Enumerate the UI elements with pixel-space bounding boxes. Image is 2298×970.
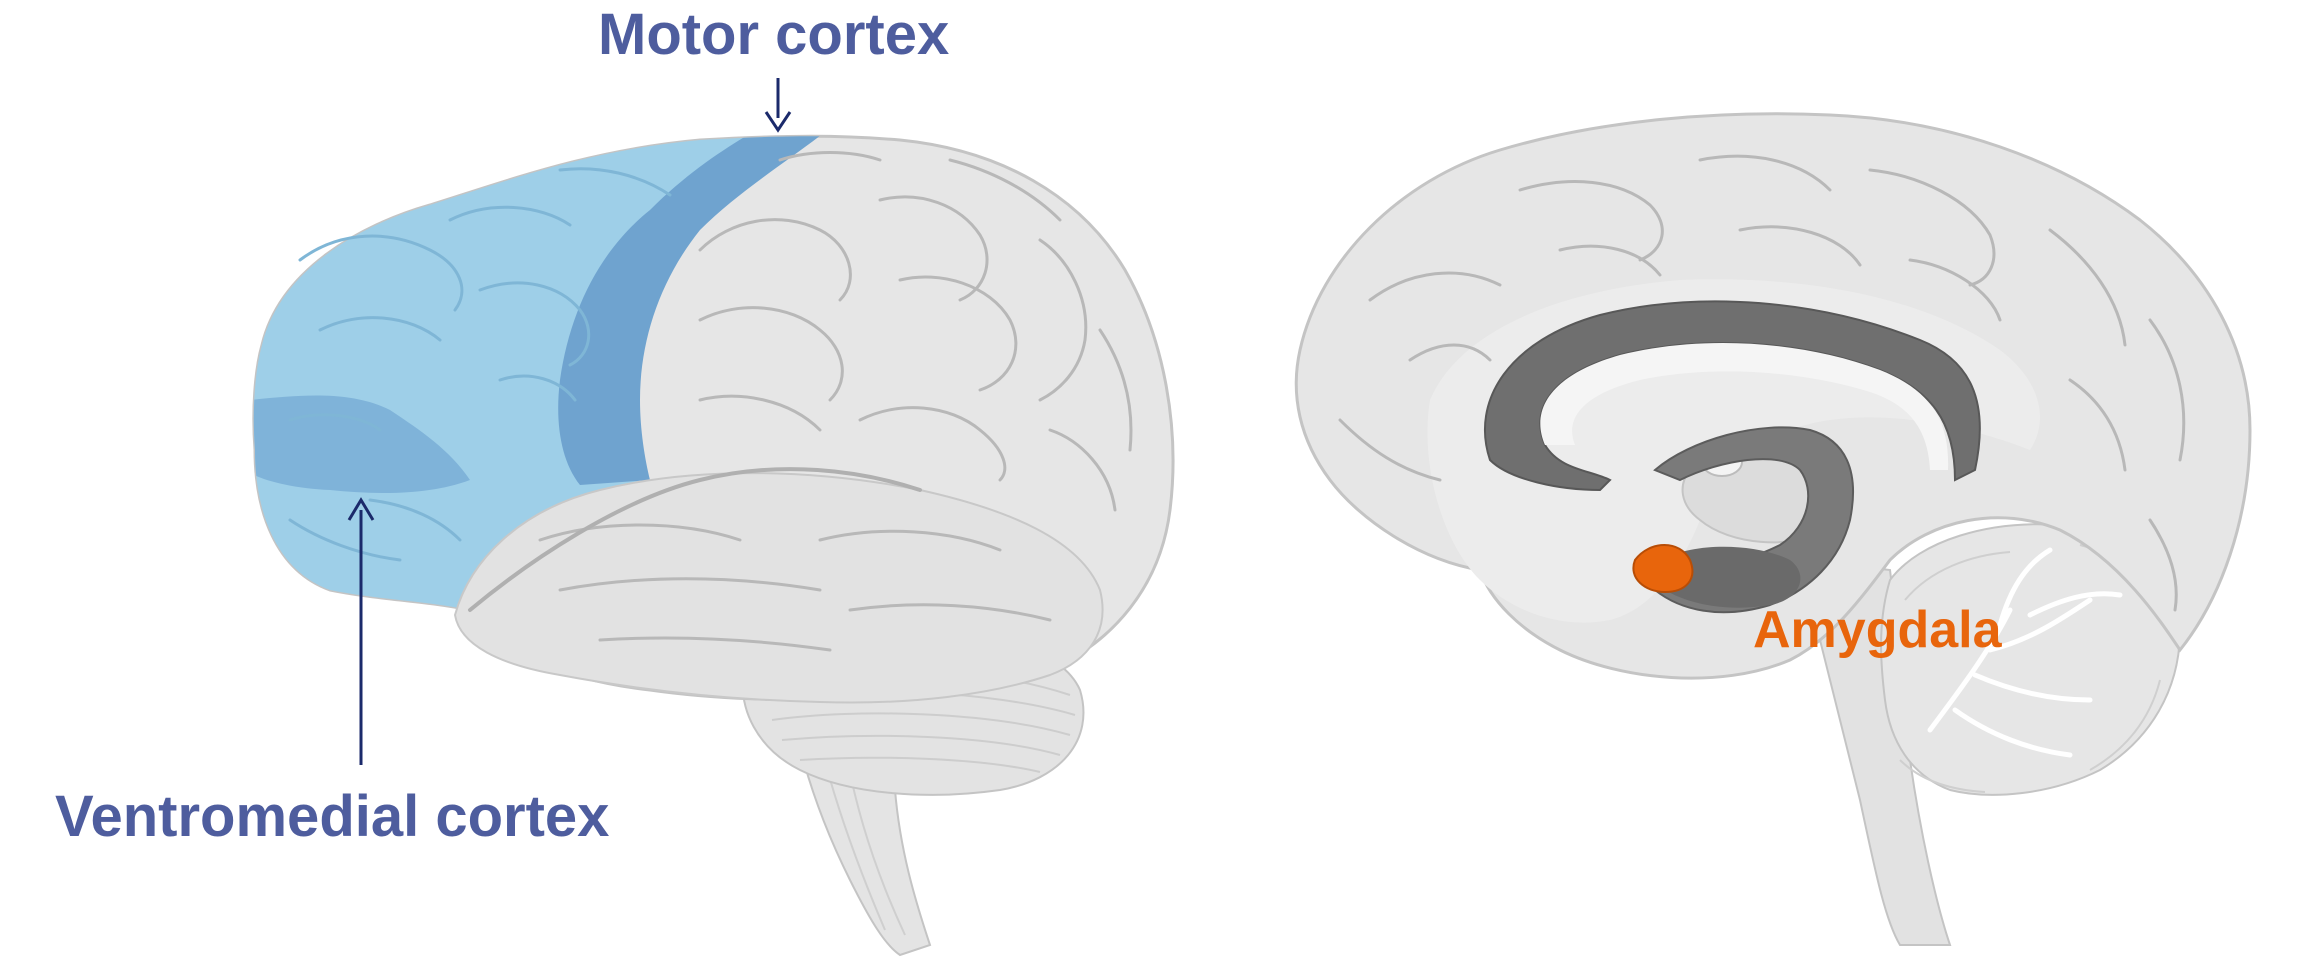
corpus-callosum xyxy=(1484,300,1981,492)
temporal-structure xyxy=(1660,546,1801,608)
motor-cortex-arrow xyxy=(764,78,792,133)
sylvian-fissure xyxy=(468,467,922,612)
sagittal-brain xyxy=(1294,112,2252,946)
ventromedial-region xyxy=(253,395,470,493)
fornix-band xyxy=(1540,343,1949,470)
motor-cortex-region xyxy=(558,136,830,485)
arbor-vitae xyxy=(1927,547,2123,758)
amygdala-region xyxy=(1632,544,1694,594)
frontal-folds xyxy=(288,167,672,562)
sagittal-folds xyxy=(1338,154,2186,612)
ventromedial-cortex-label: Ventromedial cortex xyxy=(55,784,610,849)
ventromedial-arrow xyxy=(347,497,375,765)
motor-cortex-label: Motor cortex xyxy=(598,2,950,67)
lateral-temporal-lobe xyxy=(453,472,1104,704)
amygdala-label: Amygdala xyxy=(1753,601,2002,659)
lateral-brain xyxy=(252,134,1175,957)
lateral-folds xyxy=(538,151,1133,652)
